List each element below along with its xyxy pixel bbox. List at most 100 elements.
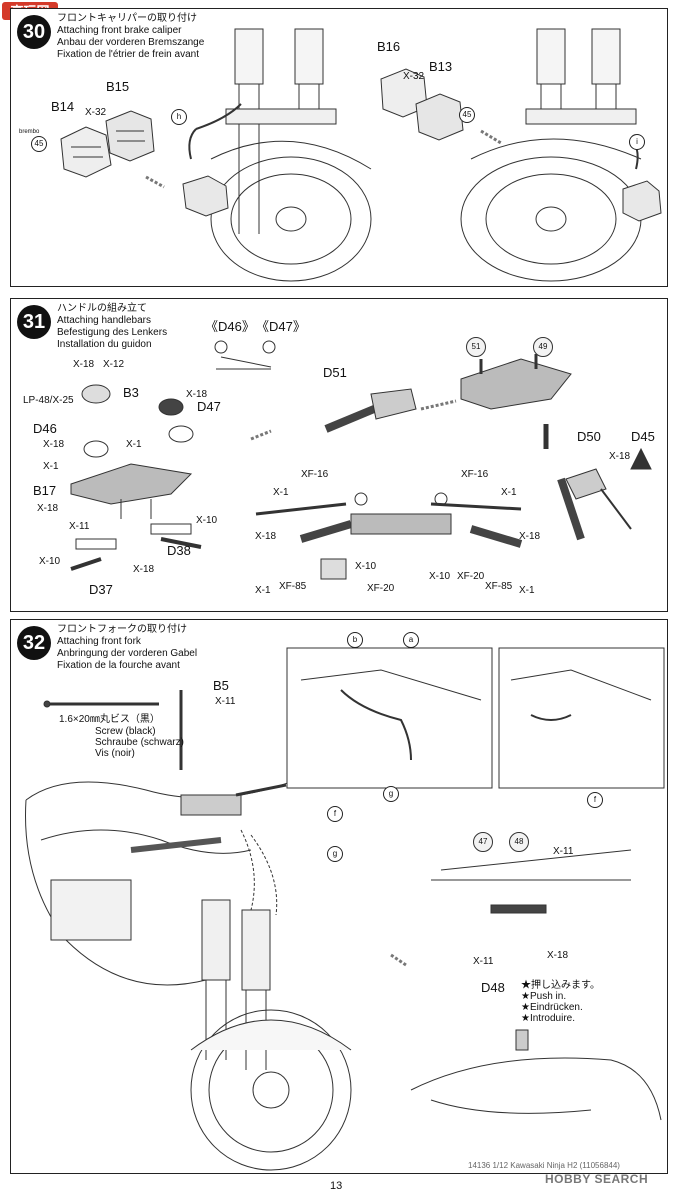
part-label: X-11 — [215, 696, 236, 707]
screw-spec-fr: Vis (noir) — [95, 748, 135, 759]
part-label: XF-85 — [279, 581, 307, 592]
pipe-callout: a — [403, 632, 419, 648]
note-en: ★Push in. — [521, 991, 567, 1002]
part-label: X-32 — [403, 71, 425, 82]
screw-spec-de: Schraube (schwarz) — [95, 737, 184, 748]
step-title-block: フロントフォークの取り付け Attaching front fork Anbri… — [57, 624, 197, 672]
paint-callout: 45 — [459, 107, 475, 123]
step-32-illustration — [25, 647, 665, 1171]
part-label: B3 — [123, 385, 139, 400]
paint-callout: 45 — [31, 136, 47, 152]
pipe-callout: g — [327, 846, 343, 862]
paint-callout: 49 — [533, 337, 553, 357]
pipe-callout: b — [347, 632, 363, 648]
part-label: D46 — [33, 421, 57, 436]
part-label: X-11 — [553, 846, 574, 857]
part-label: X-1 — [255, 585, 271, 596]
title-de: Anbau der vorderen Bremszange — [57, 37, 205, 48]
note-fr: ★Introduire. — [521, 1013, 575, 1024]
paint-brand: brembo — [19, 129, 40, 135]
screw-spec-en: Screw (black) — [95, 726, 156, 737]
pipe-callout: g — [383, 786, 399, 802]
pipe-callout: h — [171, 109, 187, 125]
step-31-illustration — [70, 340, 652, 580]
part-label: X-1 — [126, 439, 142, 450]
part-label: B15 — [106, 79, 130, 94]
part-label: X-1 — [273, 487, 289, 498]
part-label: D47 — [197, 399, 221, 414]
part-label: LP-48/X-25 — [23, 395, 74, 406]
part-label: X-18 — [186, 389, 208, 400]
kit-code: 14136 1/12 Kawasaki Ninja H2 (11056844) — [468, 1161, 620, 1170]
part-label: X-18 — [133, 564, 155, 575]
paint-callout: 51 — [466, 337, 486, 357]
part-label: X-1 — [43, 461, 59, 472]
part-label: B13 — [429, 59, 453, 74]
step-title-block: ハンドルの組み立て Attaching handlebars Befestigu… — [57, 303, 167, 351]
title-de: Anbringung der vorderen Gabel — [57, 648, 198, 659]
part-label: XF-16 — [301, 469, 329, 480]
step-30-panel: 30 フロントキャリパーの取り付け Attaching front brake … — [10, 8, 668, 287]
title-ja: フロントキャリパーの取り付け — [57, 13, 197, 24]
part-label: X-18 — [547, 950, 569, 961]
title-fr: Fixation de la fourche avant — [57, 660, 180, 671]
part-label: X-10 — [429, 571, 451, 582]
part-label: X-18 — [73, 359, 95, 370]
part-label: D37 — [89, 582, 113, 597]
pipe-callout: f — [587, 792, 603, 808]
note-de: ★Eindrücken. — [521, 1002, 583, 1013]
part-label: D50 — [577, 429, 601, 444]
part-label: XF-16 — [461, 469, 489, 480]
screw-spec-ja: 1.6×20㎜丸ビス（黒） — [59, 714, 160, 725]
title-ja: ハンドルの組み立て — [57, 303, 147, 314]
part-label: X-10 — [196, 515, 218, 526]
part-label: B14 — [51, 99, 75, 114]
part-label: XF-20 — [367, 583, 395, 594]
part-label: X-10 — [355, 561, 377, 572]
step-number: 30 — [17, 15, 51, 49]
pipe-callout: i — [629, 134, 645, 150]
title-de: Befestigung des Lenkers — [57, 327, 168, 338]
part-label: 《D47》 — [256, 319, 306, 334]
part-label: B5 — [213, 678, 229, 693]
part-label: X-11 — [69, 521, 90, 532]
part-label: X-10 — [39, 556, 61, 567]
paint-callout: 47 — [473, 832, 493, 852]
part-label: 《D46》 — [205, 319, 255, 334]
paint-callout: 48 — [509, 832, 529, 852]
title-en: Attaching handlebars — [57, 315, 151, 326]
title-en: Attaching front brake caliper — [57, 25, 182, 36]
step-number: 32 — [17, 626, 51, 660]
part-label: D38 — [167, 543, 191, 558]
part-label: D51 — [323, 365, 347, 380]
step-31-panel: 31 ハンドルの組み立て Attaching handlebars Befest… — [10, 298, 668, 612]
step-32-panel: 32 フロントフォークの取り付け Attaching front fork An… — [10, 619, 668, 1174]
note-ja: ★押し込みます。 — [521, 980, 600, 991]
part-label: B17 — [33, 483, 57, 498]
step-number: 31 — [17, 305, 51, 339]
part-label: XF-20 — [457, 571, 485, 582]
part-label: X-11 — [473, 956, 494, 967]
part-label: B16 — [377, 39, 401, 54]
page-number: 13 — [330, 1180, 343, 1192]
part-label: XF-85 — [485, 581, 513, 592]
part-label: X-18 — [519, 531, 541, 542]
part-label: X-1 — [501, 487, 517, 498]
title-en: Attaching front fork — [57, 636, 141, 647]
part-label: X-18 — [37, 503, 59, 514]
pipe-callout: f — [327, 806, 343, 822]
part-label: X-18 — [255, 531, 277, 542]
step-title-block: フロントキャリパーの取り付け Attaching front brake cal… — [57, 13, 204, 61]
part-label: X-18 — [43, 439, 65, 450]
part-label: X-32 — [85, 107, 107, 118]
part-label: X-12 — [103, 359, 125, 370]
title-fr: Fixation de l'étrier de frein avant — [57, 49, 199, 60]
part-label: D45 — [631, 429, 655, 444]
step-30-illustration — [60, 28, 662, 282]
part-label: X-1 — [519, 585, 535, 596]
brand-watermark: HOBBY SEARCH — [545, 1172, 649, 1186]
part-label: X-18 — [609, 451, 631, 462]
title-ja: フロントフォークの取り付け — [57, 624, 187, 635]
title-fr: Installation du guidon — [57, 339, 152, 350]
part-label: D48 — [481, 980, 505, 995]
